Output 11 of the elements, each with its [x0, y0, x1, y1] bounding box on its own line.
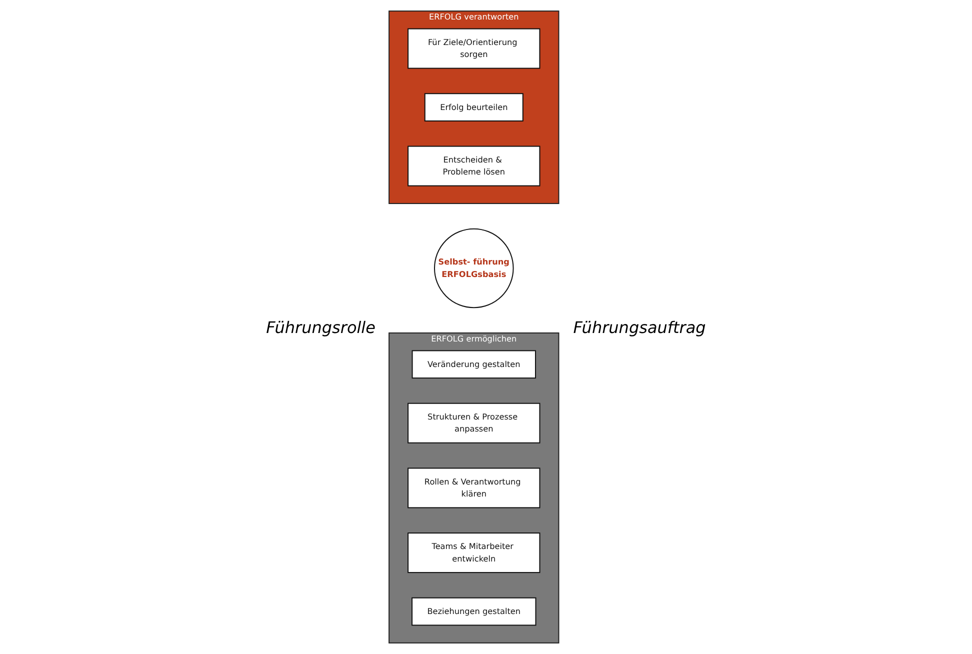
node-box: Strukturen & Prozesse anpassen: [408, 402, 541, 444]
node-box: Entscheiden & Probleme lösen: [408, 146, 541, 186]
node-box: Teams & Mitarbeiter entwickeln: [408, 532, 541, 574]
side-label: Führungsauftrag: [572, 318, 707, 336]
node-box: Veränderung gestalten: [412, 350, 536, 379]
node-box: Rollen & Verantwortung klären: [408, 468, 541, 508]
node-box: Für Ziele/Orientierung sorgen: [408, 28, 541, 69]
node-box: Erfolg beurteilen: [424, 93, 524, 122]
side-label: Führungsrolle: [265, 318, 376, 336]
node-box: Beziehungen gestalten: [412, 597, 537, 626]
node-circle: Selbst- führung ERFOLGsbasis: [434, 228, 514, 308]
